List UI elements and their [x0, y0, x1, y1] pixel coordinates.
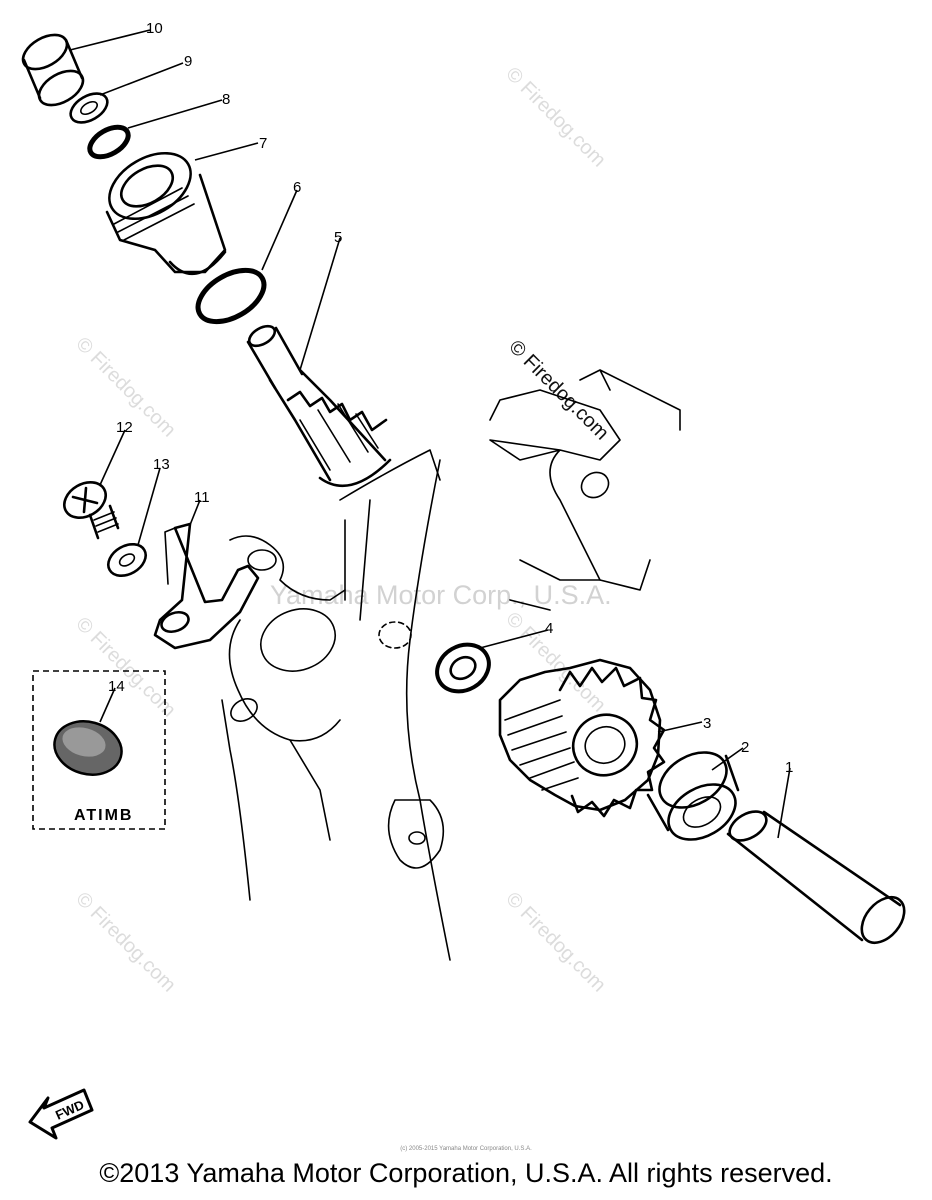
- callout-13: 13: [153, 456, 170, 473]
- callout-14: 14: [108, 678, 125, 695]
- leader-lines: [69, 29, 791, 839]
- part-3-gear: [498, 658, 666, 818]
- callout-11: 11: [194, 489, 210, 506]
- small-copyright: (c) 2005-2015 Yamaha Motor Corporation, …: [400, 1146, 532, 1152]
- callout-6: 6: [293, 179, 301, 196]
- callout-9: 9: [184, 53, 192, 70]
- part-8-o-ring: [87, 124, 131, 160]
- footer-copyright: ©2013 Yamaha Motor Corporation, U.S.A. A…: [99, 1158, 833, 1188]
- callout-8: 8: [222, 91, 230, 108]
- part-11-stopper-plate: [153, 522, 260, 650]
- part-9-washer: [69, 92, 109, 124]
- callout-12: 12: [116, 419, 133, 436]
- part-10-bushing: [21, 33, 85, 107]
- part-5-gear-shaft: [246, 324, 392, 487]
- part-6-o-ring: [195, 267, 267, 325]
- callout-1: 1: [785, 759, 793, 776]
- watermark-site: © Firedog.com: [71, 888, 180, 997]
- callouts: 10 9 8 7 6 5 12 13 11 14 4 3 2 1: [108, 20, 793, 776]
- part-12-screw: [63, 481, 120, 540]
- watermark-site: © Firedog.com: [501, 888, 610, 997]
- fwd-arrow: FWD: [28, 1088, 94, 1140]
- part-1-shaft: [726, 810, 906, 945]
- callout-10: 10: [146, 20, 163, 37]
- callout-3: 3: [703, 715, 711, 732]
- variant-box-label: ATIMB: [74, 807, 133, 824]
- callout-7: 7: [259, 135, 267, 152]
- part-7-sleeve: [105, 151, 227, 276]
- watermark-site: © Firedog.com: [501, 63, 610, 172]
- callout-4: 4: [545, 620, 553, 637]
- crankcase-outline: [221, 369, 681, 961]
- part-4-washer: [435, 642, 491, 694]
- callout-5: 5: [334, 229, 342, 246]
- watermark-center: Yamaha Motor Corp., U.S.A.: [270, 580, 612, 610]
- watermark-site-dark: © Firedog.com: [504, 336, 613, 445]
- part-13-washer: [107, 542, 147, 578]
- part-2-collar: [646, 751, 740, 841]
- variant-box: ATIMB: [32, 670, 166, 830]
- callout-2: 2: [741, 739, 749, 756]
